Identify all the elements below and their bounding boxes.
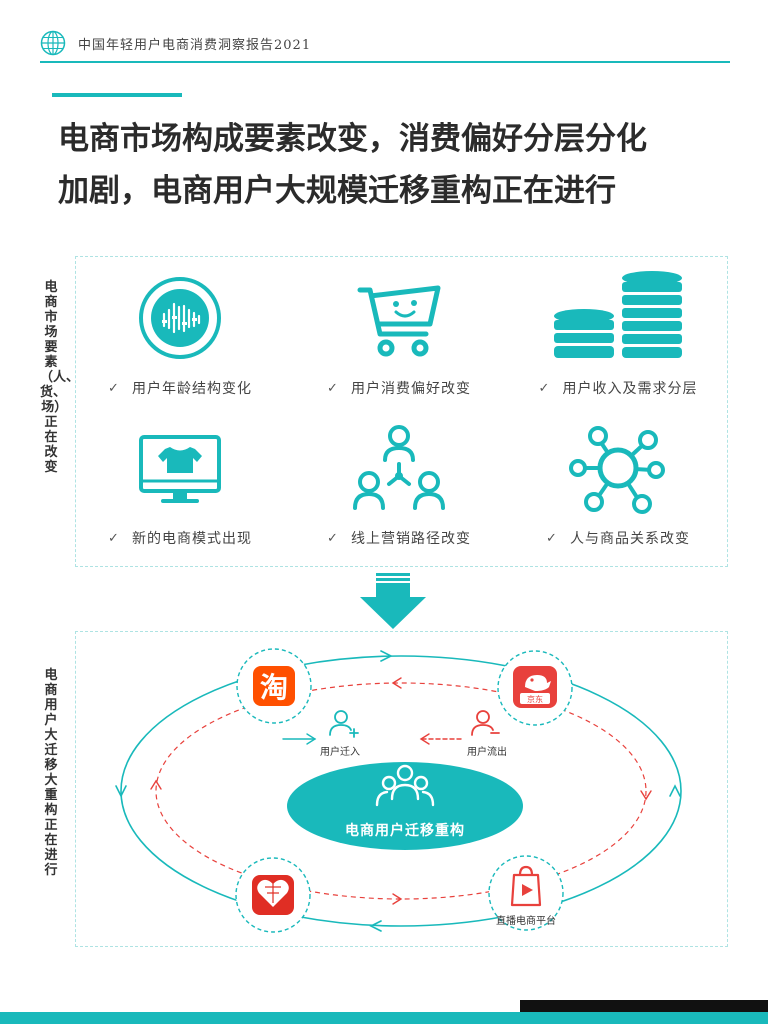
shopping-cart-icon [357,285,441,356]
equalizer-icon [139,276,221,359]
outer-arrow-top [380,650,393,662]
monitor-tshirt-icon [139,434,221,503]
factor-consumption-preference: ✓ 用户消费偏好改变 [294,270,504,405]
inner-arrow-right [640,790,652,801]
factor-label: 新的电商模式出现 [131,531,252,547]
header-divider [40,61,730,63]
factor-label: 用户消费偏好改变 [350,381,471,397]
report-title: 中国年轻用户电商消费洞察报告2021 [78,37,312,53]
shopping-bag-play-icon [510,865,542,907]
page-title: 电商市场构成要素改变，消费偏好分层分化 加剧，电商用户大规模迁移重构正在进行 [58,113,738,217]
inner-arrow-left [150,779,162,790]
check-icon: ✓ [546,530,558,546]
check-icon: ✓ [538,380,551,396]
factor-label: 用户年龄结构变化 [131,381,252,397]
check-icon: ✓ [108,380,120,396]
migration-cycle-diagram: 淘 京东 [115,648,682,933]
user-group-icon [375,764,435,807]
title-accent-bar [52,93,182,97]
user-out-label: 用户流出 [467,747,507,758]
outer-cycle-path [120,655,682,927]
factor-income-stratification: ✓ 用户收入及需求分层 [513,270,723,405]
page-title-line-2: 加剧，电商用户大规模迁移重构正在进行 [58,173,616,209]
inner-arrow-bottom [392,893,403,905]
migration-diagram-panel [75,631,728,947]
page-title-line-1: 电商市场构成要素改变，消费偏好分层分化 [58,121,647,157]
hub-network-icon [569,425,665,514]
side-label-user-migration: 电商用户大迁移大重构正在进行 [44,668,58,878]
outer-arrow-bottom [369,920,382,932]
check-icon: ✓ [327,530,339,546]
footer-black-bar [520,1000,768,1012]
check-icon: ✓ [327,380,339,396]
user-in-arrow [282,733,317,745]
globe-logo-icon [40,30,66,56]
side-label-market-elements: 电商市场要素（人、货、场）正在改变 [40,280,80,475]
jd-dog-icon [525,675,551,691]
check-icon: ✓ [108,530,120,546]
taobao-glyph: 淘 [260,671,288,704]
down-arrow-icon [360,573,426,629]
factor-age-structure: ✓ 用户年龄结构变化 [75,270,285,405]
factor-label: 人与商品关系改变 [569,531,690,547]
user-add-icon [329,710,359,738]
center-node [287,762,523,850]
center-node-label: 电商用户迁移重构 [345,823,465,839]
inner-cycle-path [155,682,647,900]
jd-label: 京东 [527,694,543,704]
user-remove-icon [471,710,500,736]
coin-stack-icon [554,270,682,358]
outer-arrow-right [669,784,681,797]
live-commerce-label: 直播电商平台 [496,916,556,927]
factor-new-ecommerce-model: ✓ 新的电商模式出现 [75,420,285,555]
outer-arrow-left [115,785,127,798]
header: 中国年轻用户电商消费洞察报告2021 [40,28,311,58]
footer-teal-bar [0,1012,768,1024]
factor-marketing-path: ✓ 线上营销路径改变 [294,420,504,555]
inner-arrow-top [391,677,402,689]
user-in-label: 用户迁入 [320,747,360,758]
user-out-arrow [419,733,462,745]
factor-label: 用户收入及需求分层 [562,381,698,397]
factor-people-goods-relation: ✓ 人与商品关系改变 [513,420,723,555]
factor-label: 线上营销路径改变 [350,531,471,547]
market-factors-panel [75,256,728,567]
people-network-icon [353,424,445,510]
taobao-app-icon [253,666,295,706]
